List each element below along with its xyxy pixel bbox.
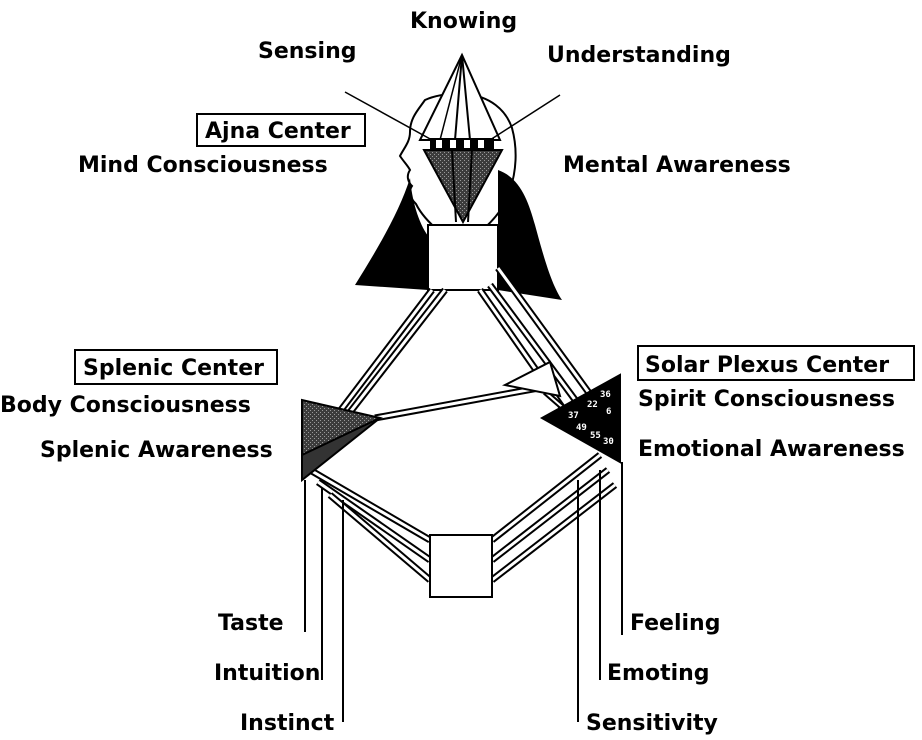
solar-plexus-awareness: Emotional Awareness xyxy=(638,437,905,462)
sensing-label: Sensing xyxy=(258,39,356,64)
splenic-title: Splenic Center xyxy=(83,356,264,381)
channel-solar-plexus-root xyxy=(492,455,615,580)
root-center xyxy=(430,535,492,597)
gate-49: 49 xyxy=(576,423,587,433)
knowing-label: Knowing xyxy=(410,9,517,34)
emoting-label: Emoting xyxy=(607,661,710,686)
sensitivity-label: Sensitivity xyxy=(586,711,718,736)
solar-plexus-title: Solar Plexus Center xyxy=(645,353,889,378)
understanding-label: Understanding xyxy=(547,43,731,68)
gate-6: 6 xyxy=(606,407,611,417)
gate-22: 22 xyxy=(587,400,598,410)
ajna-consciousness: Mind Consciousness xyxy=(78,153,328,178)
intuition-label: Intuition xyxy=(214,661,320,686)
splenic-awareness: Splenic Awareness xyxy=(40,438,273,463)
instinct-label: Instinct xyxy=(240,711,335,736)
solar-plexus-consciousness: Spirit Consciousness xyxy=(638,387,895,412)
splenic-consciousness: Body Consciousness xyxy=(0,393,251,418)
throat-center xyxy=(428,225,498,290)
splenic-center-shape xyxy=(302,400,380,480)
feeling-label: Feeling xyxy=(630,611,720,636)
gate-37: 37 xyxy=(568,411,579,421)
channel-spleen-root xyxy=(310,470,430,580)
taste-label: Taste xyxy=(218,611,284,636)
gate-30: 30 xyxy=(603,437,614,447)
ajna-title: Ajna Center xyxy=(205,119,351,144)
gate-55: 55 xyxy=(590,431,601,441)
ajna-awareness: Mental Awareness xyxy=(563,153,791,178)
gate-36: 36 xyxy=(600,390,611,400)
